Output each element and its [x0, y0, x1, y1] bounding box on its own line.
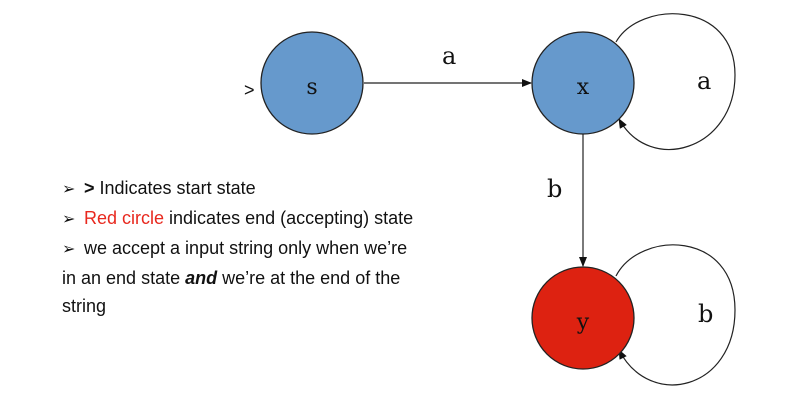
state-y: y — [531, 266, 635, 370]
note-end-state: ➢ Red circle indicates end (accepting) st… — [62, 204, 502, 234]
note-accept-line-1: ➢ we accept a input string only when we’r… — [62, 234, 502, 264]
transition-y-loop-arrow — [615, 244, 736, 386]
note-accept-line-2: in an end state and we’re at the end of … — [62, 264, 502, 292]
note-accept-emphasis: and — [185, 268, 218, 288]
arrow-bullet-icon: ➢ — [62, 181, 76, 198]
arrow-bullet-icon: ➢ — [62, 241, 76, 258]
start-marker: > — [244, 80, 255, 100]
note-start-state: ➢ > Indicates start state — [62, 174, 502, 204]
state-x-label: x — [577, 75, 590, 100]
state-s: s — [260, 31, 364, 135]
transition-y-loop-label: b — [698, 300, 713, 328]
note-accept-line-3: string — [62, 292, 502, 320]
state-y-circle — [531, 266, 635, 370]
state-y-label: y — [576, 310, 590, 335]
transition-x-loop-label: a — [697, 67, 711, 95]
notes-list: ➢ > Indicates start state ➢ Red circle ind… — [62, 174, 502, 320]
note-end-text: indicates end (accepting) state — [164, 208, 414, 228]
note-accept-text-2a: in an end state — [62, 268, 186, 288]
state-s-circle — [260, 31, 364, 135]
state-x: x — [531, 31, 635, 135]
note-accept-text-2b: we’re at the end of the — [217, 268, 401, 288]
note-start-text: Indicates start state — [94, 178, 256, 198]
note-accept-text-3: string — [62, 296, 107, 316]
note-red-circle: Red circle — [84, 208, 165, 228]
note-accept-text-1: we accept a input string only when we’re — [84, 238, 408, 258]
transition-x-loop-arrow — [615, 13, 736, 151]
transition-x-y-label: b — [547, 175, 562, 203]
note-start-mark: > — [84, 178, 95, 198]
state-s-label: s — [306, 75, 317, 100]
state-x-circle — [531, 31, 635, 135]
arrow-bullet-icon: ➢ — [62, 211, 76, 228]
transition-s-x-label: a — [442, 42, 456, 70]
